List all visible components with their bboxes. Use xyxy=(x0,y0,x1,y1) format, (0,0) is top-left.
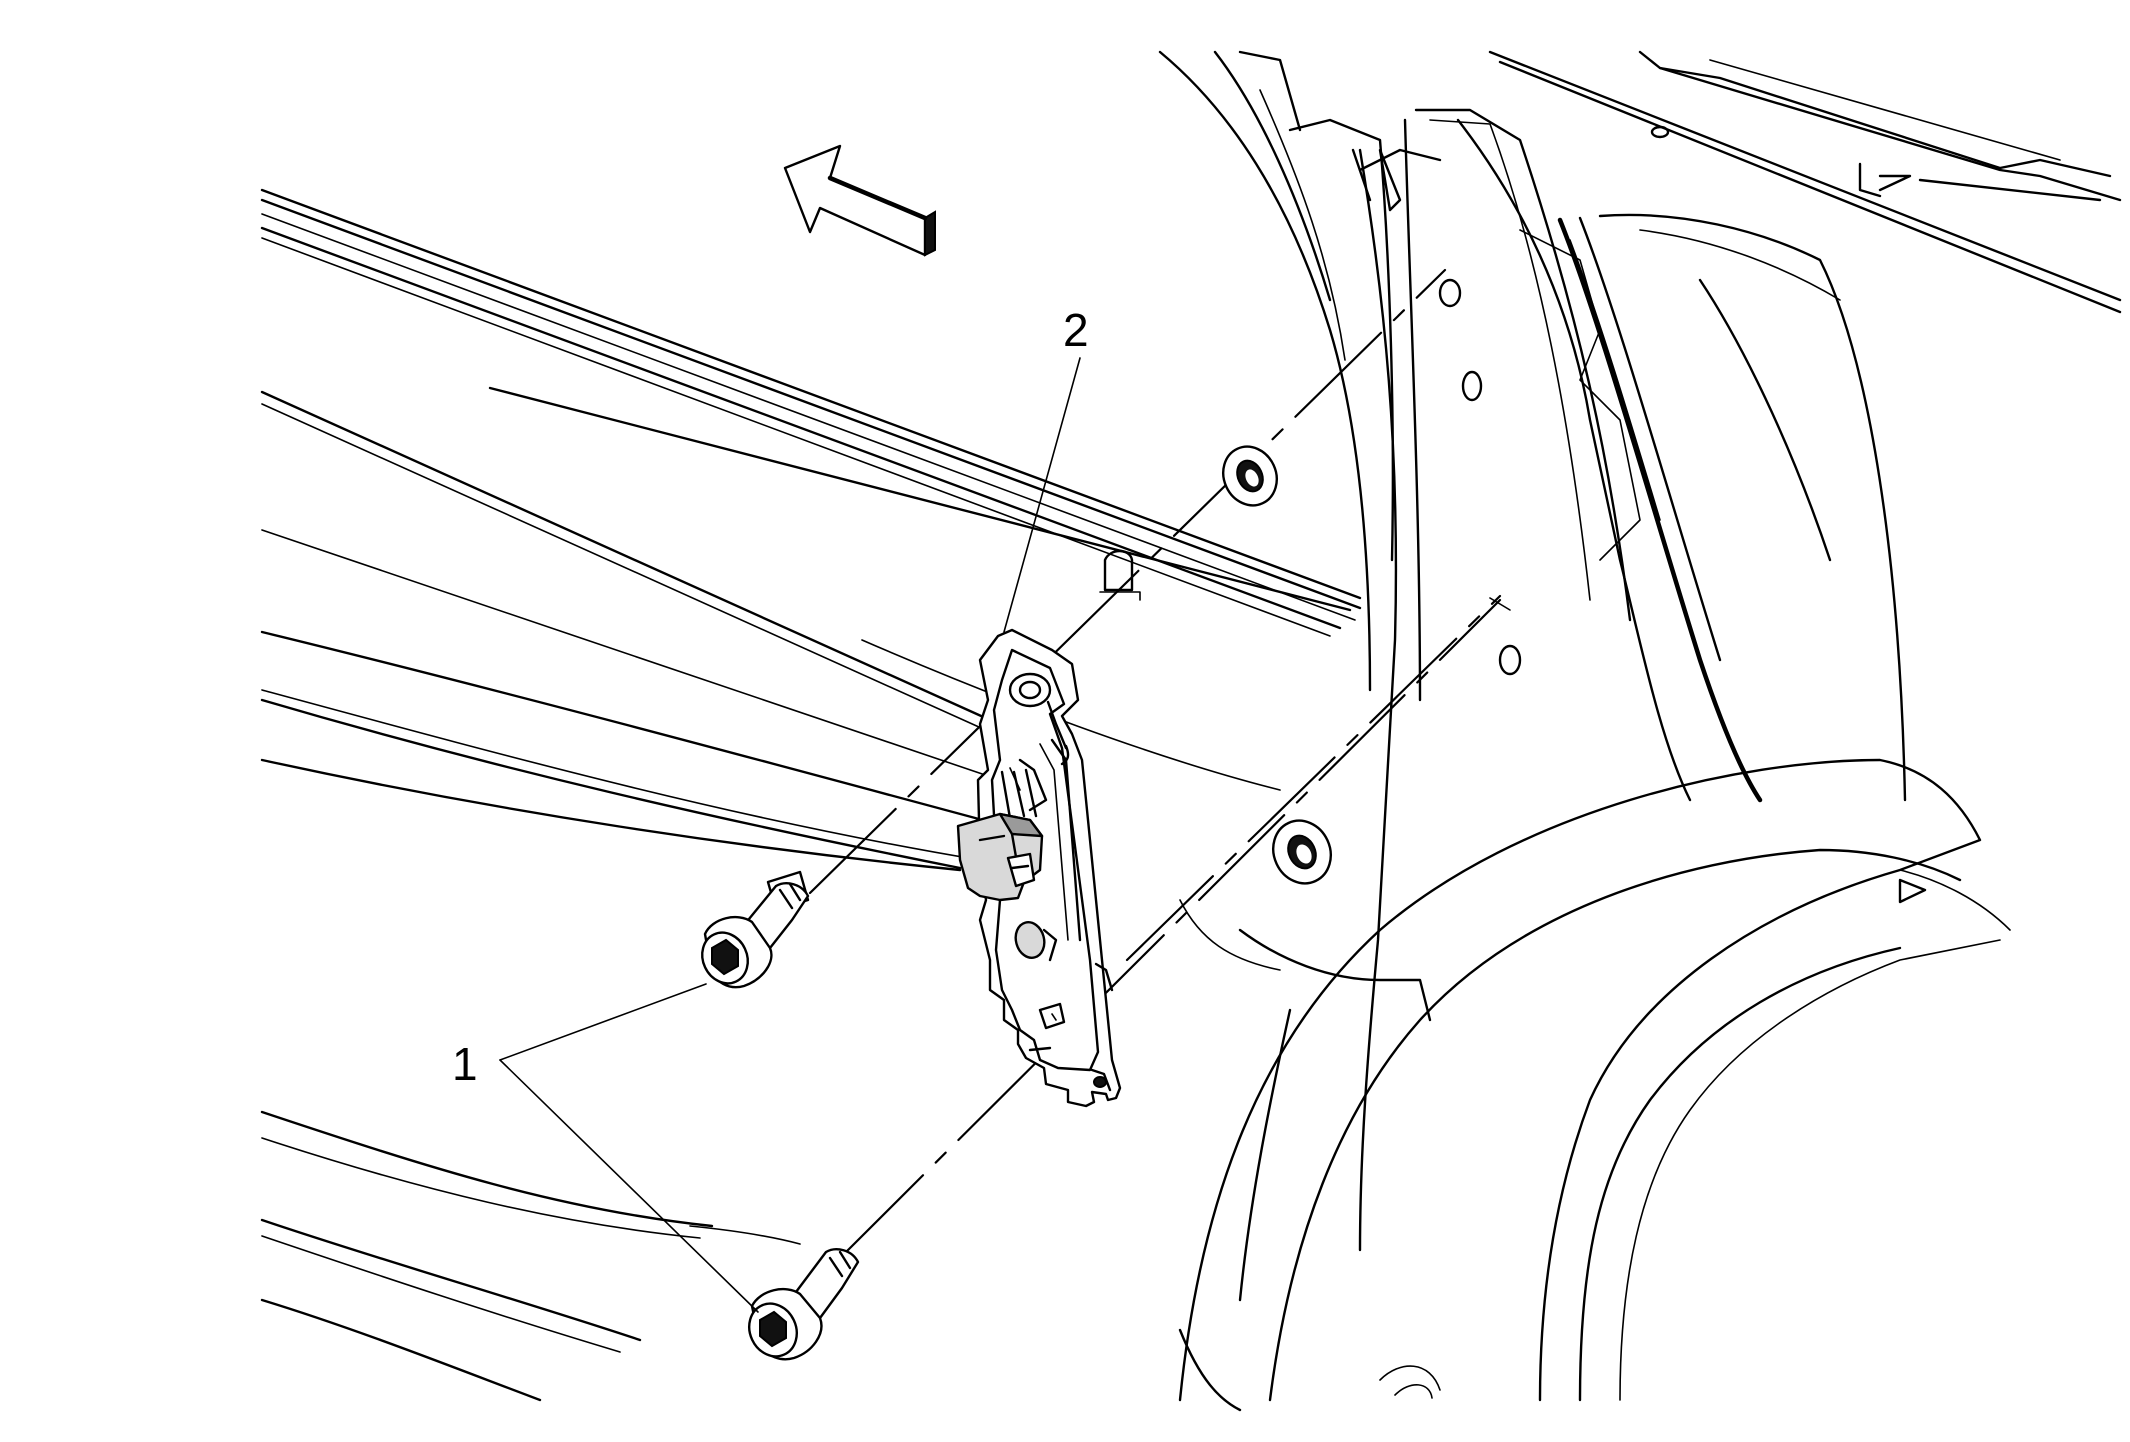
lower-shoulder-bolt xyxy=(748,1248,860,1361)
callout-2: 2 xyxy=(1003,304,1089,633)
vehicle-body-background xyxy=(260,50,2122,1412)
callout-1-label: 1 xyxy=(452,1038,478,1090)
exploded-center-lines xyxy=(808,268,1511,1262)
lower-washer xyxy=(1272,819,1332,885)
upper-washer xyxy=(1222,445,1278,507)
upper-shoulder-bolt xyxy=(701,870,810,989)
seat-belt-guide-bracket xyxy=(956,628,1122,1108)
callout-2-label: 2 xyxy=(1063,304,1089,356)
forward-direction-arrow-icon xyxy=(783,144,936,257)
callout-1: 1 xyxy=(452,983,759,1313)
